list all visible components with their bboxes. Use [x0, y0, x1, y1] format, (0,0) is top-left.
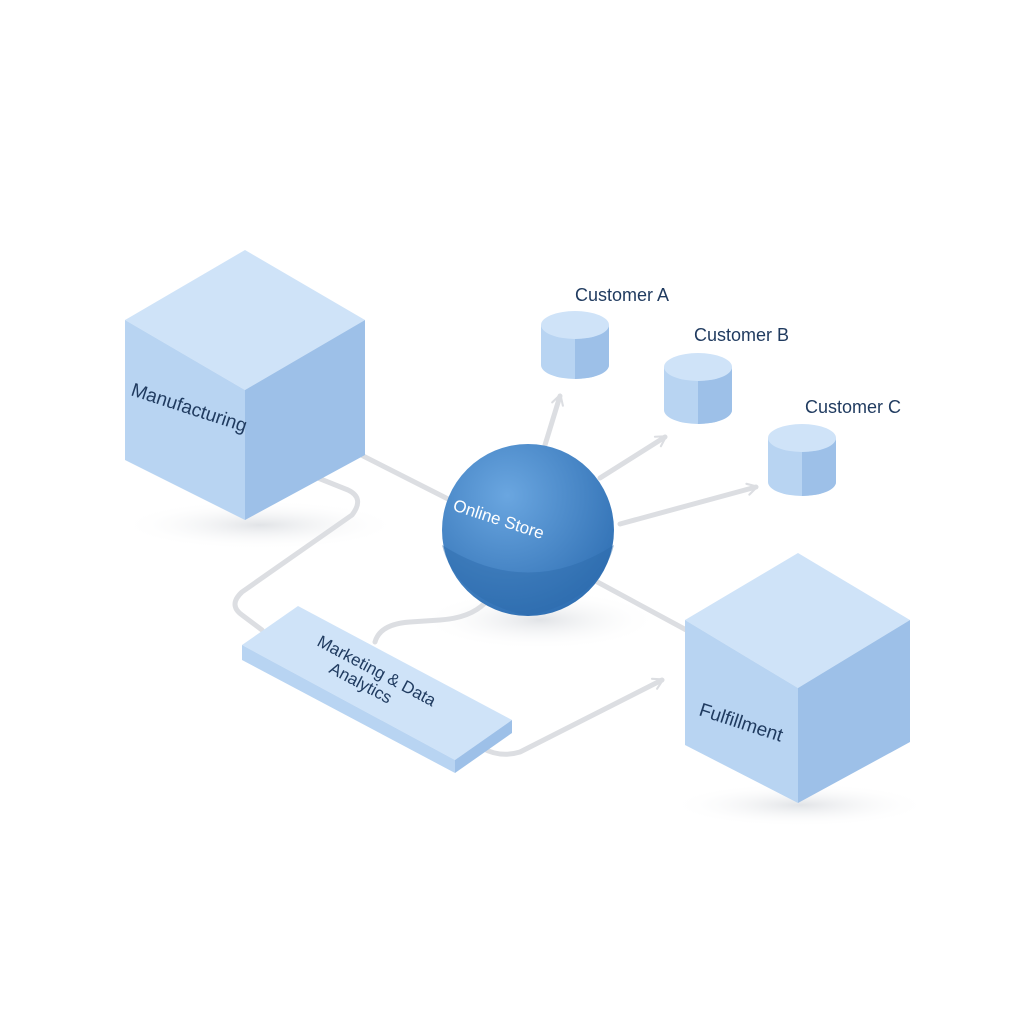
- fulfillment-shadow: [670, 783, 930, 827]
- fulfillment-right-face: [798, 620, 910, 803]
- edge-manufacturing-marketing: [232, 475, 361, 633]
- manufacturing-block[interactable]: Manufacturing: [125, 250, 365, 520]
- manufacturing-shadow: [120, 500, 400, 550]
- manufacturing-right-face: [245, 320, 365, 520]
- customer-b-side-shade: [698, 367, 732, 424]
- edge-online-store-marketing: [372, 600, 488, 645]
- customer-b-node[interactable]: Customer B: [664, 325, 789, 424]
- fulfillment-left-face: [685, 620, 798, 803]
- marketing-top-face: [242, 606, 512, 760]
- marketing-front-face: [242, 645, 455, 773]
- marketing-side-face: [455, 720, 512, 773]
- fulfillment-top-face: [685, 553, 910, 688]
- edge-online-store-fulfillment: [587, 575, 693, 635]
- edge-online-store-customer-c: [617, 482, 759, 527]
- customer-b-label: Customer B: [694, 325, 789, 345]
- customer-c-node[interactable]: Customer C: [768, 397, 901, 496]
- fulfillment-block[interactable]: Fulfillment: [685, 553, 910, 803]
- manufacturing-left-face: [125, 320, 245, 520]
- customer-c-side-shade: [802, 438, 836, 496]
- online-store-sphere: [442, 444, 614, 616]
- online-store-node[interactable]: Online Store: [442, 444, 614, 616]
- customer-a-label: Customer A: [575, 285, 669, 305]
- edge-online-store-customer-b: [597, 434, 668, 481]
- customer-a-node[interactable]: Customer A: [541, 285, 669, 379]
- customer-a-side-shade: [575, 325, 609, 379]
- customer-b-top: [664, 353, 732, 381]
- edge-marketing-fulfillment: [479, 677, 665, 757]
- marketing-analytics-block[interactable]: Marketing & Data Analytics: [242, 606, 512, 773]
- customer-c-label: Customer C: [805, 397, 901, 417]
- customer-a-top: [541, 311, 609, 339]
- edge-online-store-customer-a: [542, 393, 564, 448]
- customer-c-top: [768, 424, 836, 452]
- online-store-band: [442, 545, 614, 616]
